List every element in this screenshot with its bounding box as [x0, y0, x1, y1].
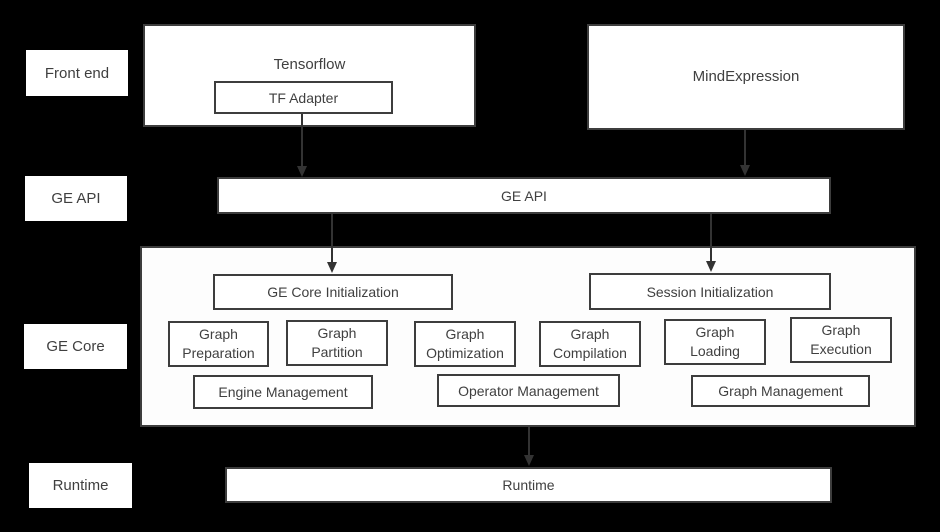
ge-core-initialization-box: GE Core Initialization	[213, 274, 453, 310]
arrow-down-icon	[327, 262, 337, 273]
mind-expression-box: MindExpression	[587, 24, 905, 130]
graph-loading-line2: Loading	[690, 343, 740, 359]
tf-adapter-label: TF Adapter	[268, 89, 339, 106]
layer-label-ge-api-text: GE API	[51, 190, 101, 207]
layer-label-runtime-text: Runtime	[52, 477, 109, 494]
mind-expression-label: MindExpression	[692, 68, 800, 85]
layer-label-front-end-text: Front end	[44, 64, 110, 82]
graph-preparation-box: Graph Preparation	[168, 321, 269, 367]
arrow-line	[528, 427, 530, 456]
graph-execution-box: Graph Execution	[790, 317, 892, 363]
graph-execution-line1: Graph	[821, 322, 861, 338]
operator-management-box: Operator Management	[437, 374, 620, 407]
ge-api-bar-label: GE API	[501, 187, 547, 204]
arrow-line	[744, 130, 746, 166]
ge-api-bar: GE API	[217, 177, 831, 214]
arrow-down-icon	[524, 455, 534, 466]
arrow-down-icon	[706, 261, 716, 272]
session-initialization-label: Session Initialization	[646, 283, 774, 300]
runtime-bar: Runtime	[225, 467, 832, 503]
layer-label-ge-api: GE API	[25, 176, 127, 221]
graph-optimization-line2: Optimization	[426, 345, 504, 361]
ge-core-initialization-label: GE Core Initialization	[267, 284, 399, 300]
graph-compilation-line2: Compilation	[553, 345, 627, 361]
runtime-bar-label: Runtime	[502, 477, 555, 493]
graph-management-box: Graph Management	[691, 375, 870, 407]
graph-optimization-line1: Graph	[445, 326, 485, 342]
graph-management-label: Graph Management	[718, 383, 843, 399]
arrow-down-icon	[740, 165, 750, 176]
operator-management-label: Operator Management	[458, 382, 599, 399]
arrow-line	[331, 214, 333, 263]
graph-compilation-line1: Graph	[570, 326, 610, 342]
graph-optimization-box: Graph Optimization	[414, 321, 516, 367]
graph-preparation-line2: Preparation	[182, 345, 255, 361]
graph-execution-line2: Execution	[810, 341, 872, 357]
layer-label-front-end: Front end	[26, 50, 128, 96]
graph-partition-line1: Graph	[317, 325, 357, 341]
layer-label-ge-core: GE Core	[24, 324, 127, 369]
layer-label-runtime: Runtime	[29, 463, 132, 508]
graph-preparation-line1: Graph	[199, 326, 238, 342]
layer-label-ge-core-text: GE Core	[46, 338, 105, 355]
graph-compilation-box: Graph Compilation	[539, 321, 641, 367]
graph-loading-box: Graph Loading	[664, 319, 766, 365]
graph-loading-line1: Graph	[695, 324, 735, 340]
arrow-line	[301, 114, 303, 167]
session-initialization-box: Session Initialization	[589, 273, 831, 310]
engine-management-label: Engine Management	[218, 384, 348, 400]
tensorflow-title: Tensorflow	[273, 56, 346, 73]
arrow-line	[710, 214, 712, 262]
graph-partition-line2: Partition	[311, 344, 363, 360]
arrow-down-icon	[297, 166, 307, 177]
tf-adapter-box: TF Adapter	[214, 81, 393, 114]
engine-management-box: Engine Management	[193, 375, 373, 409]
graph-partition-box: Graph Partition	[286, 320, 388, 366]
